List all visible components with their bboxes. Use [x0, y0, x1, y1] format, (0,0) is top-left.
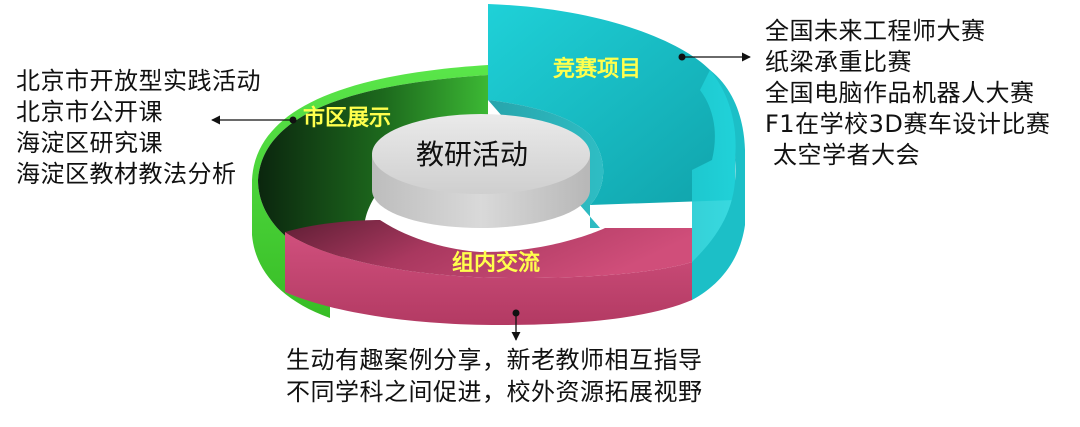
list-item: 全国电脑作品机器人大赛 — [765, 79, 1035, 107]
list-item: 全国未来工程师大赛 — [765, 17, 986, 45]
connector-dot — [512, 309, 520, 317]
connector-competition — [678, 52, 751, 62]
segment-group-exchange-side — [285, 232, 692, 325]
list-item: 北京市开放型实践活动 — [16, 67, 261, 95]
center-disk — [372, 114, 590, 228]
list-item: 纸梁承重比赛 — [765, 48, 912, 76]
connector-group-exchange — [511, 309, 521, 341]
segment-competition — [488, 4, 745, 300]
list-item: 海淀区教材教法分析 — [16, 160, 237, 188]
segment-label-city-district: 市区展示 — [303, 105, 391, 131]
list-item: 生动有趣案例分享，新老教师相互指导 — [286, 346, 703, 374]
list-item: 海淀区研究课 — [16, 129, 163, 157]
list-item: 太空学者大会 — [773, 141, 920, 169]
list-item: 北京市公开课 — [16, 98, 163, 126]
connector-dot — [289, 116, 297, 124]
list-item: 不同学科之间促进，校外资源拓展视野 — [286, 378, 703, 406]
city-district-list: 北京市开放型实践活动 北京市公开课 海淀区研究课 海淀区教材教法分析 — [16, 66, 261, 190]
segment-competition-side — [692, 70, 745, 300]
segment-competition-top — [488, 4, 736, 205]
segment-label-group-exchange: 组内交流 — [452, 250, 540, 276]
connector-dot — [678, 53, 686, 61]
group-exchange-list: 生动有趣案例分享，新老教师相互指导 不同学科之间促进，校外资源拓展视野 — [286, 344, 703, 408]
connector-city-district — [211, 115, 297, 125]
center-label: 教研活动 — [416, 138, 528, 171]
segment-group-exchange-top — [285, 220, 692, 278]
segment-group-exchange — [285, 220, 692, 325]
center-disk-top — [372, 114, 590, 194]
competition-list: 全国未来工程师大赛 纸梁承重比赛 全国电脑作品机器人大赛 F1在学校3D赛车设计… — [765, 16, 1050, 171]
segment-label-competition: 竞赛项目 — [553, 56, 641, 82]
segment-competition-front — [488, 70, 736, 262]
list-item: F1在学校3D赛车设计比赛 — [765, 110, 1051, 138]
